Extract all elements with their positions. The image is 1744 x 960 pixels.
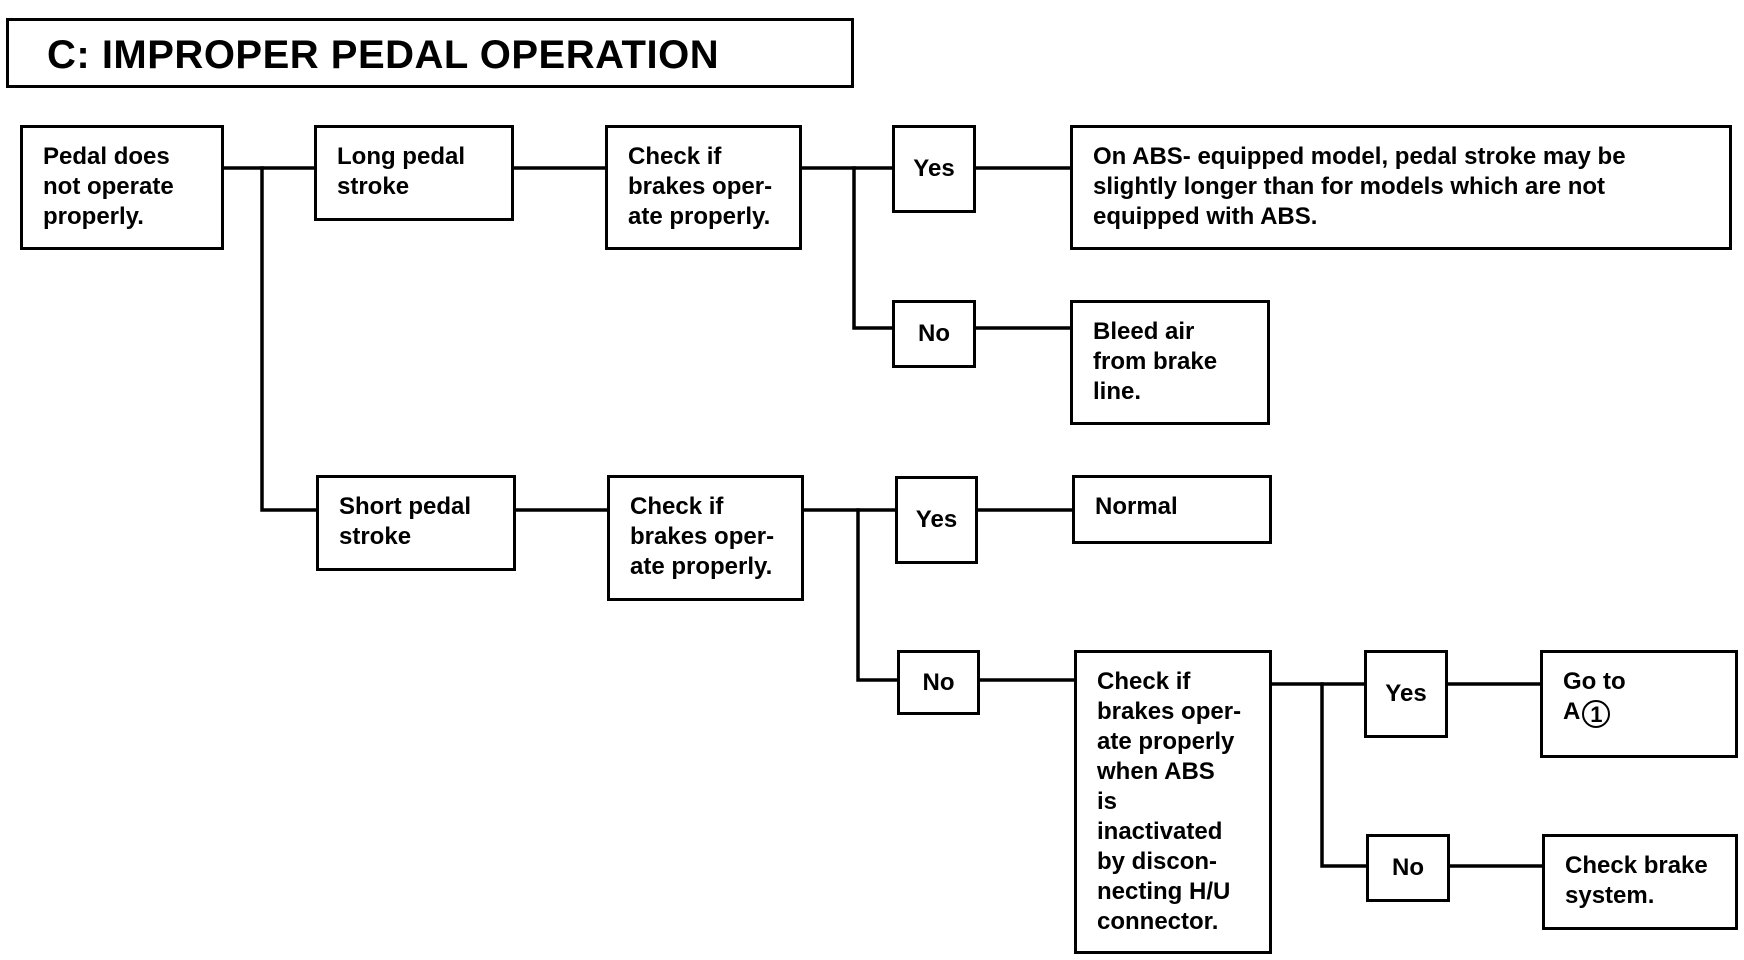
node-check-short: Check if brakes oper- ate properly.	[607, 475, 804, 601]
node-long-yes: Yes	[892, 125, 976, 213]
title-box: C: IMPROPER PEDAL OPERATION	[6, 18, 854, 88]
node-long-no-result: Bleed air from brake line.	[1070, 300, 1270, 425]
page-title: C: IMPROPER PEDAL OPERATION	[47, 33, 720, 77]
go-to-text: Go to A	[1563, 668, 1626, 725]
node-pedal-not-operate: Pedal does not operate properly.	[20, 125, 224, 250]
node-abs-yes: Yes	[1364, 650, 1448, 738]
connector-check-long-no	[852, 166, 894, 330]
node-long-yes-result: On ABS- equipped model, pedal stroke may…	[1070, 125, 1732, 250]
node-long-stroke: Long pedal stroke	[314, 125, 514, 221]
node-short-stroke: Short pedal stroke	[316, 475, 516, 571]
circled-ref-badge: 1	[1582, 700, 1611, 728]
node-short-no: No	[897, 650, 980, 715]
node-abs-no-result: Check brake system.	[1542, 834, 1738, 930]
node-check-long: Check if brakes oper- ate properly.	[605, 125, 802, 250]
node-abs-no: No	[1366, 834, 1450, 902]
node-check-abs: Check if brakes oper- ate properly when …	[1074, 650, 1272, 954]
node-short-yes-result: Normal	[1072, 475, 1272, 544]
connector-check-abs-no	[1320, 682, 1368, 868]
node-short-yes: Yes	[895, 476, 978, 564]
connector-check-short-no	[856, 508, 899, 682]
connector-root-short	[260, 166, 318, 512]
node-long-no: No	[892, 300, 976, 368]
